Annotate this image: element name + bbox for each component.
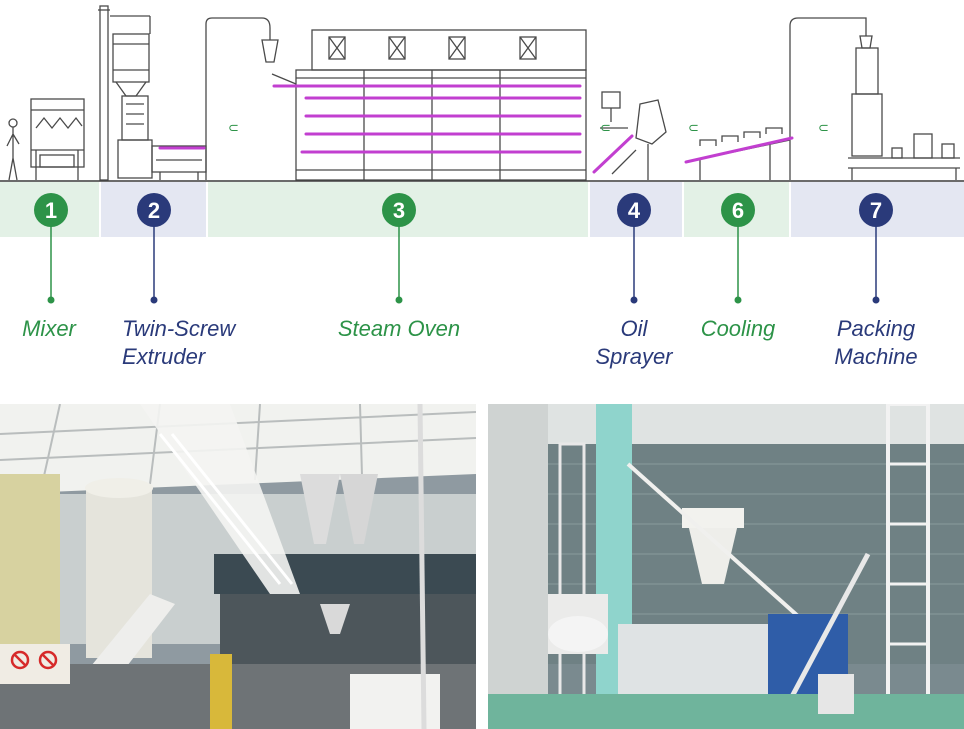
stage-number-badge xyxy=(34,193,68,227)
stage-number-badge xyxy=(721,193,755,227)
no-entry-sign-icon xyxy=(10,650,30,670)
extruder-machine xyxy=(98,5,207,181)
stage-number-badge xyxy=(617,193,651,227)
machinery-drawing: ⊂ xyxy=(6,5,960,181)
stage-label-line: Twin-Screw xyxy=(122,316,236,341)
leader-dot xyxy=(150,296,158,304)
magenta-conveyors xyxy=(158,84,794,174)
stage-number: 1 xyxy=(45,198,57,223)
stage-label-3: Steam Oven xyxy=(319,315,479,343)
svg-text:⊂: ⊂ xyxy=(818,120,829,135)
stage-label-line: Machine xyxy=(834,344,918,369)
mixer-machine xyxy=(30,98,85,180)
stage-number: 7 xyxy=(870,198,882,223)
no-fire-sign-icon xyxy=(38,650,58,670)
oil-sprayer-machine xyxy=(600,91,667,180)
svg-text:⊂: ⊂ xyxy=(228,120,239,135)
steam-oven-body xyxy=(271,29,587,181)
stage-label-line: Sprayer xyxy=(595,344,673,369)
stage-marker-7: 7 xyxy=(859,193,893,304)
stage-number: 3 xyxy=(393,198,405,223)
stage-label-1: Mixer xyxy=(0,315,129,343)
leader-dot xyxy=(630,296,638,304)
stage-label-line: Mixer xyxy=(22,316,76,341)
leader-dot xyxy=(395,296,403,304)
stage-label-line: Oil xyxy=(620,316,648,341)
stage-number-badge xyxy=(859,193,893,227)
svg-text:⊂: ⊂ xyxy=(600,120,611,135)
stage-marker-2: 2 xyxy=(137,193,171,304)
cooling-conveyor xyxy=(685,127,791,180)
factory-photo-right xyxy=(488,404,964,729)
feed-pipe xyxy=(205,17,271,180)
stage-label-line: Steam Oven xyxy=(337,316,461,341)
production-line-diagram: ⊂ xyxy=(0,5,964,304)
leader-dot xyxy=(734,296,742,304)
svg-text:⊂: ⊂ xyxy=(688,120,699,135)
packing-machine: ⊂ ⊂ ⊂ xyxy=(600,17,960,180)
stage-label-line: Cooling xyxy=(700,316,776,341)
stage-number: 6 xyxy=(732,198,744,223)
operator-figure xyxy=(6,118,20,181)
stage-marker-4: 4 xyxy=(617,193,651,304)
stage-label-line: Extruder xyxy=(122,344,206,369)
stage-label-line: Packing xyxy=(836,316,916,341)
stage-number-badge xyxy=(137,193,171,227)
stage-number: 2 xyxy=(148,198,160,223)
stage-marker-1: 1 xyxy=(34,193,68,304)
stage-marker-3: 3 xyxy=(382,193,416,304)
stage-markers: 1 2 3 4 6 7 xyxy=(34,193,893,304)
factory-photo-left xyxy=(0,404,476,729)
stage-label-6: Cooling xyxy=(658,315,818,343)
stage-marker-6: 6 xyxy=(721,193,755,304)
stage-number-badge xyxy=(382,193,416,227)
leader-dot xyxy=(872,296,880,304)
stage-number: 4 xyxy=(628,198,641,223)
leader-dot xyxy=(47,296,55,304)
